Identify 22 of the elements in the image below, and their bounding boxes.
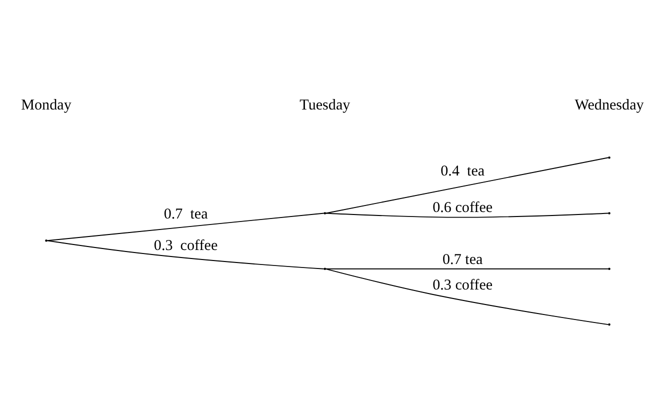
edge-label: 0.7 tea bbox=[442, 252, 483, 268]
edge-label: 0.3 coffee bbox=[154, 238, 218, 254]
connector bbox=[325, 268, 609, 326]
node-point bbox=[608, 212, 610, 214]
node-point bbox=[608, 323, 610, 326]
label: Monday bbox=[21, 97, 72, 114]
edge-label: 0.4 tea bbox=[440, 163, 485, 180]
connector bbox=[325, 157, 609, 214]
node-point bbox=[324, 212, 326, 214]
edge-label: 0.7 tea bbox=[164, 206, 208, 223]
edge-label: 0.3 coffee bbox=[432, 277, 493, 294]
label: Wednesday bbox=[574, 97, 644, 114]
connector bbox=[325, 268, 609, 270]
label: Tuesday bbox=[300, 97, 350, 114]
connector bbox=[46, 212, 324, 242]
edge-label: 0.6 coffee bbox=[432, 200, 493, 216]
node-point bbox=[608, 268, 610, 270]
connector bbox=[325, 212, 609, 218]
node-point bbox=[324, 268, 326, 270]
node-point bbox=[608, 156, 610, 159]
connector bbox=[46, 240, 324, 270]
node-point bbox=[45, 239, 48, 242]
